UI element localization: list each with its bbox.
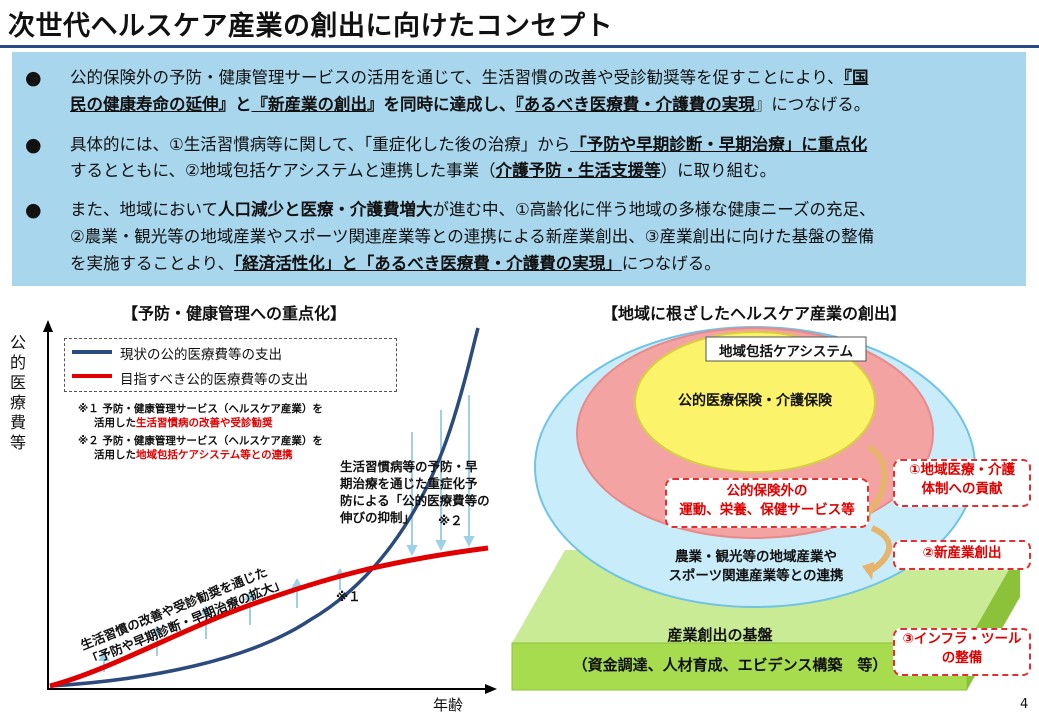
community-box xyxy=(705,336,867,362)
legend-box xyxy=(64,338,397,392)
bullet-icon: ● xyxy=(25,199,42,221)
base-title-label: 産業創出の基盤 xyxy=(667,626,773,644)
y-axis-arrowhead xyxy=(43,320,53,332)
bullet-1-line-2: 民の健康寿命の延伸』と『新産業の創出』を同時に達成し、『あるべき医療費・介護費の… xyxy=(70,95,871,114)
right-panel-title: 【地域に根ざしたヘルスケア産業の創出】 xyxy=(602,304,907,323)
non-insurance-services-tag: 公的保険外の 運動、栄養、保健サービス等 xyxy=(665,478,869,528)
bullet-2-line-1: 具体的には、①生活習慣病等に関して、「重症化した後の治療」から「予防や早期診断・… xyxy=(70,135,868,154)
bullet-icon: ● xyxy=(25,134,42,156)
bullet-3-line-2: ②農業・観光等の地域産業やスポーツ関連産業等との連携による新産業創出、③産業創出… xyxy=(70,227,875,246)
title-divider xyxy=(0,45,1039,48)
tag-infrastructure: ③インフラ・ツール の整備 xyxy=(893,628,1031,676)
community-care-label: 地域包括ケアシステム xyxy=(718,344,854,360)
tag-new-industry: ②新産業創出 xyxy=(893,540,1031,570)
mark-2: ※２ xyxy=(438,513,463,528)
note-1: ※１ 予防・健康管理サービス（ヘルスケア産業）を活用した生活習慣病の改善や受診勧… xyxy=(78,403,323,429)
legend-current-label: 現状の公的医療費等の支出 xyxy=(120,347,282,363)
page-title: 次世代ヘルスケア産業の創出に向けたコンセプト xyxy=(8,11,613,42)
x-axis-arrowhead xyxy=(485,684,497,694)
regional-industry-label: 農業・観光等の地域産業や スポーツ関連産業等との連携 xyxy=(668,549,844,584)
note-2: ※２ 予防・健康管理サービス（ヘルスケア産業）を活用した地域包括ケアシステム等と… xyxy=(78,435,323,461)
current-expenditure-line xyxy=(49,327,480,688)
bullet-1-line-1: 公的保険外の予防・健康管理サービスの活用を通じて、生活習慣の改善や受診勧奨等を促… xyxy=(70,68,869,87)
tag-regional-care-contribution: ①地域医療・介護 体制への貢献 xyxy=(893,459,1031,507)
public-insurance-label: 公的医療保険・介護保険 xyxy=(678,393,832,409)
inner-ellipse xyxy=(634,331,876,473)
bullet-3-line-1: また、地域において人口減少と医療・介護費増大が進む中、①高齢化に伴う地域の多様な… xyxy=(70,200,876,219)
y-axis-label: 公的医療費等 xyxy=(9,333,26,452)
target-expenditure-line xyxy=(49,545,489,689)
legend-target-label: 目指すべき公的医療費等の支出 xyxy=(120,372,309,388)
bullet-3-line-3: を実施することより、「経済活性化」と「あるべき医療費・介護費の実現」につなげる。 xyxy=(70,254,721,273)
suppression-callout: 生活習慣病等の予防・早 期治療を通じた重症化予 防による「公的医療費等の 伸びの… xyxy=(340,459,490,525)
left-panel-title: 【予防・健康管理への重点化】 xyxy=(122,304,347,323)
base-detail-label: （資金調達、人材育成、エビデンス構築 等） xyxy=(572,656,888,674)
page-number: 4 xyxy=(1020,697,1029,712)
concept-box xyxy=(12,52,1026,286)
mark-1: ※１ xyxy=(336,589,361,604)
bullet-2-line-2: するとともに、②地域包括ケアシステムと連携した事業（介護予防・生活支援等）に取り… xyxy=(70,161,777,180)
bullet-icon: ● xyxy=(25,67,42,89)
x-axis-label: 年齢 xyxy=(433,696,464,714)
curved-arrow-2 xyxy=(866,525,893,575)
